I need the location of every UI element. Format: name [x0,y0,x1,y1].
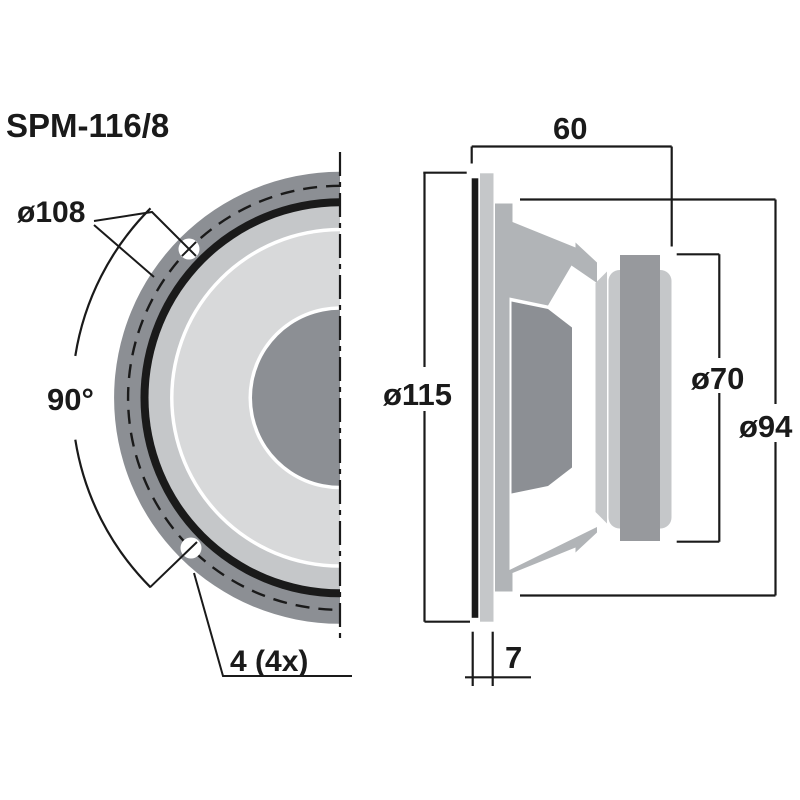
front-thickness-label: 7 [505,640,522,675]
dust-cap [252,309,340,486]
flange-side [480,173,494,622]
angle-arc-upper [74,207,152,357]
side-view: 60 ø115 ø94 ø70 7 [383,111,793,686]
angle-arc-lower [74,439,152,589]
bolt-circle-leader-hole [93,210,197,257]
model-title: SPM-116/8 [6,107,169,144]
hole-cross-tick [181,241,197,257]
magnet [620,255,660,541]
bolt-circle-label: ø108 [17,196,85,229]
bolt-circle-dashed-arc [126,184,341,611]
spider-strip [595,271,607,524]
magnet-diameter-label: ø70 [691,361,744,396]
angle-label: 90° [47,382,94,417]
basket-diameter-label: ø94 [739,409,793,444]
cone-side [511,301,572,494]
hole-count-label: 4 (4x) [230,645,308,678]
gasket-side [471,178,479,618]
hole-count-leader [193,572,352,677]
overall-diameter-label: ø115 [383,377,452,412]
front-view: ø108 90° 4 (4x) [17,152,352,678]
bolt-circle-leader-arc [93,224,155,278]
depth-label: 60 [553,111,587,146]
angle-arc-bottom-extension [149,541,198,589]
